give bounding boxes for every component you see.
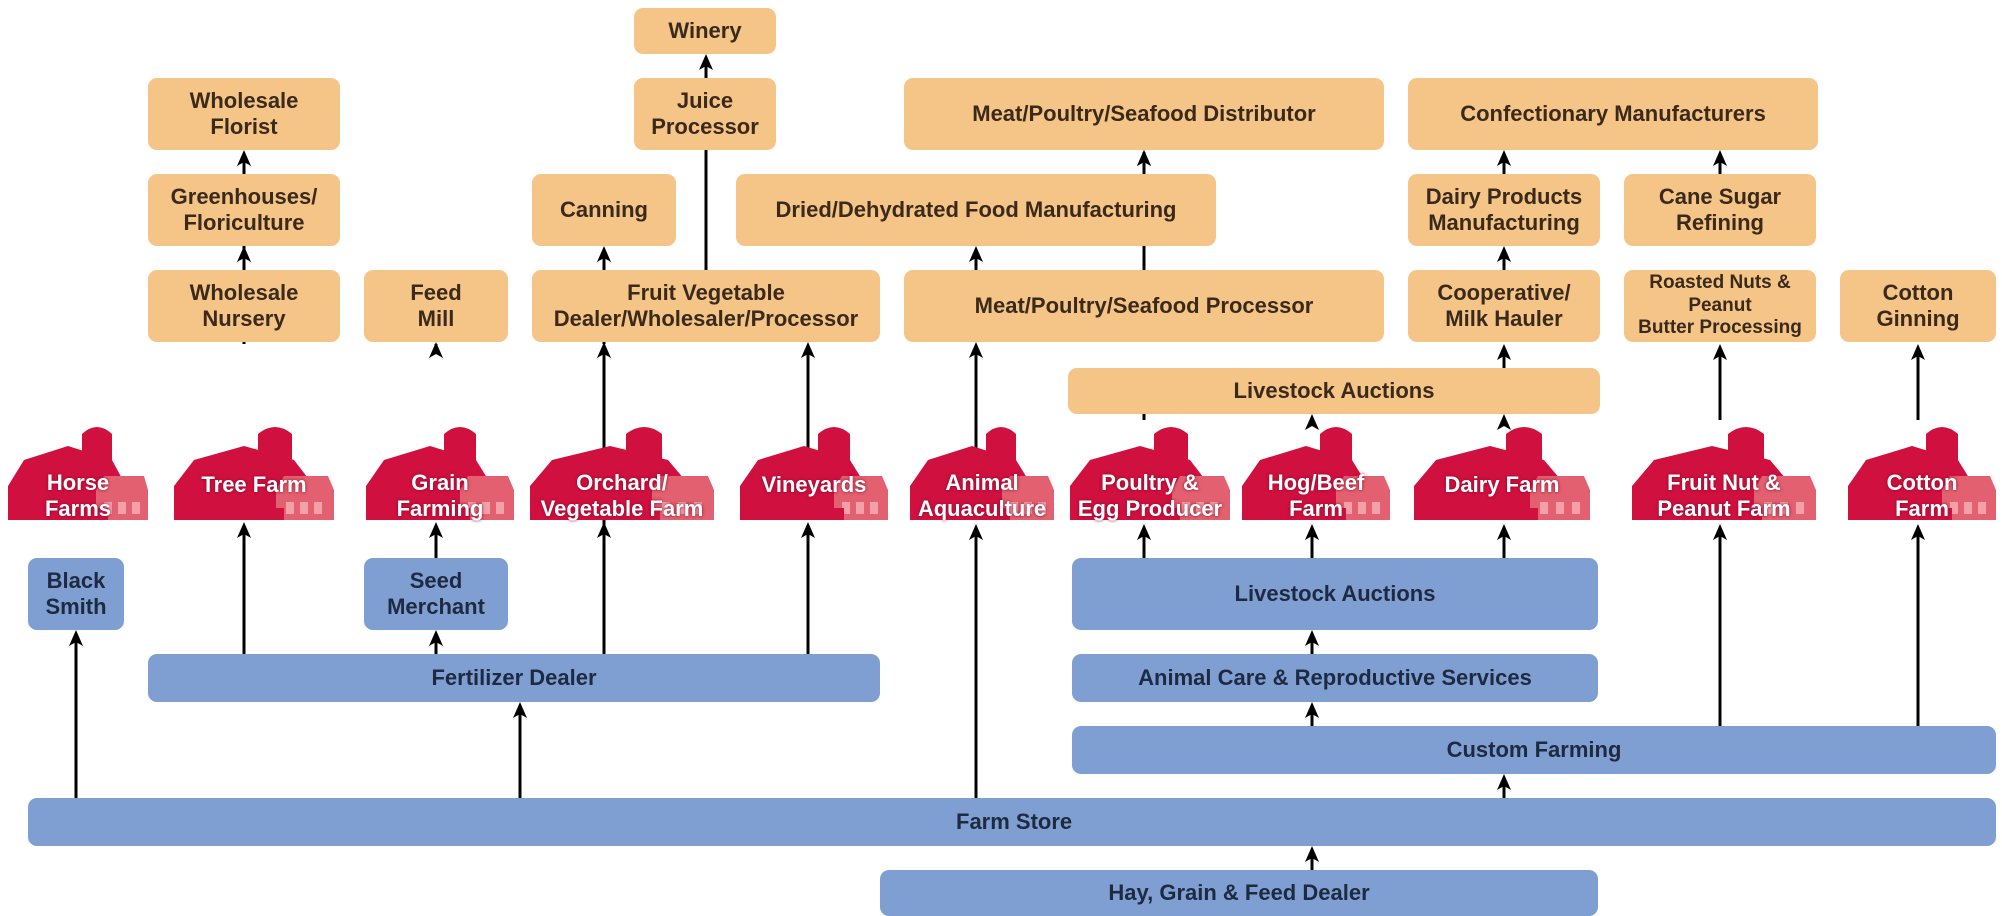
vineyards: Vineyards [740, 420, 888, 524]
barn-icon [530, 427, 714, 520]
dried-food-node: Dried/Dehydrated Food Manufacturing [736, 174, 1216, 246]
grain-farming: Grain Farming [366, 420, 514, 524]
farm-label: Cotton Farm [1886, 470, 1958, 522]
arrow-head [69, 630, 83, 646]
orchard-vegetable-farm: Orchard/ Vegetable Farm [530, 420, 714, 524]
arrow-head [801, 342, 815, 358]
feed-mill-node: Feed Mill [364, 270, 508, 342]
arrow-head [429, 342, 443, 358]
arrow-head [429, 630, 443, 646]
seed-merchant-node: Seed Merchant [364, 558, 508, 630]
arrow-head [1137, 524, 1151, 540]
farm-label: Grain Farming [396, 470, 484, 522]
custom-farming-node: Custom Farming [1072, 726, 1996, 774]
cotton-ginning-node: Cotton Ginning [1840, 270, 1996, 342]
cotton-farm: Cotton Farm [1848, 420, 1996, 524]
arrow-head [1305, 524, 1319, 540]
fruit-nut-peanut-farm: Fruit Nut & Peanut Farm [1632, 420, 1816, 524]
wholesale-florist-node: Wholesale Florist [148, 78, 340, 150]
arrow-head [1497, 344, 1511, 360]
winery-node: Winery [634, 8, 776, 54]
arrow-head [237, 522, 251, 538]
arrow-head [1911, 344, 1925, 360]
farm-label: Hog/Beef Farm [1267, 470, 1365, 522]
cane-sugar-node: Cane Sugar Refining [1624, 174, 1816, 246]
farm-store-node: Farm Store [28, 798, 1996, 846]
arrow-head [1713, 524, 1727, 540]
roasted-nuts-node: Roasted Nuts & Peanut Butter Processing [1624, 270, 1816, 342]
arrow-head [237, 246, 251, 262]
barn-icon [174, 427, 334, 520]
confectionary-manufacturers-node: Confectionary Manufacturers [1408, 78, 1818, 150]
arrow-head [597, 342, 611, 358]
arrow-head [1497, 414, 1511, 430]
fruit-vegetable-dealer-node: Fruit Vegetable Dealer/Wholesaler/Proces… [532, 270, 880, 342]
livestock-auctions-top-node: Livestock Auctions [1068, 368, 1600, 414]
arrow-head [801, 522, 815, 538]
meat-distributor-node: Meat/Poultry/Seafood Distributor [904, 78, 1384, 150]
black-smith-node: Black Smith [28, 558, 124, 630]
arrow-head [1305, 630, 1319, 646]
arrow-head [1911, 524, 1925, 540]
farm-label: Fruit Nut & Peanut Farm [1657, 470, 1791, 522]
hay-grain-feed-dealer-node: Hay, Grain & Feed Dealer [880, 870, 1598, 916]
arrow-head [969, 524, 983, 540]
barn-icon [1632, 427, 1816, 520]
arrow-head [969, 246, 983, 262]
farm-label: Animal Aquaculture [917, 470, 1047, 522]
poultry-egg-producer: Poultry & Egg Producer [1070, 420, 1230, 524]
farm-label: Dairy Farm [1444, 472, 1560, 497]
juice-processor-node: Juice Processor [634, 78, 776, 150]
dairy-products-node: Dairy Products Manufacturing [1408, 174, 1600, 246]
arrow-head [1305, 846, 1319, 862]
arrow-head [237, 150, 251, 166]
animal-care-node: Animal Care & Reproductive Services [1072, 654, 1598, 702]
arrow-head [1713, 344, 1727, 360]
horse-farms: Horse Farms [8, 420, 148, 524]
farm-label: Poultry & Egg Producer [1077, 470, 1223, 522]
arrow-head [1137, 150, 1151, 166]
tree-farm: Tree Farm [174, 420, 334, 524]
farm-label: Orchard/ Vegetable Farm [540, 470, 704, 522]
arrow-head [1713, 150, 1727, 166]
animal-aquaculture: Animal Aquaculture [910, 420, 1054, 524]
farm-label: Vineyards [761, 472, 867, 497]
dairy-farm: Dairy Farm [1414, 420, 1590, 524]
barn-icon [366, 427, 514, 520]
barn-icon [740, 427, 888, 520]
hog-beef-farm: Hog/Beef Farm [1242, 420, 1390, 524]
fertilizer-dealer-node: Fertilizer Dealer [148, 654, 880, 702]
arrow-head [699, 54, 713, 70]
barn-icon [8, 427, 148, 520]
arrow-head [1305, 702, 1319, 718]
canning-node: Canning [532, 174, 676, 246]
arrow-head [597, 246, 611, 262]
barn-icon [1848, 427, 1996, 520]
arrow-head [1497, 774, 1511, 790]
arrow-head [1305, 414, 1319, 430]
greenhouses-node: Greenhouses/ Floriculture [148, 174, 340, 246]
barn-icon [910, 427, 1054, 520]
barn-icon [1070, 427, 1230, 520]
barn-icon [1242, 427, 1390, 520]
farm-label: Horse Farms [44, 470, 112, 522]
arrow-head [429, 522, 443, 538]
meat-processor-node: Meat/Poultry/Seafood Processor [904, 270, 1384, 342]
arrow-head [1497, 246, 1511, 262]
farm-label: Tree Farm [201, 472, 307, 497]
arrow-head [969, 342, 983, 358]
arrow-head [1497, 524, 1511, 540]
arrow-head [1497, 150, 1511, 166]
wholesale-nursery-node: Wholesale Nursery [148, 270, 340, 342]
livestock-auctions-bottom-node: Livestock Auctions [1072, 558, 1598, 630]
arrow-head [513, 702, 527, 718]
arrow-head [597, 522, 611, 538]
barn-icon [1414, 427, 1590, 520]
cooperative-milk-hauler-node: Cooperative/ Milk Hauler [1408, 270, 1600, 342]
